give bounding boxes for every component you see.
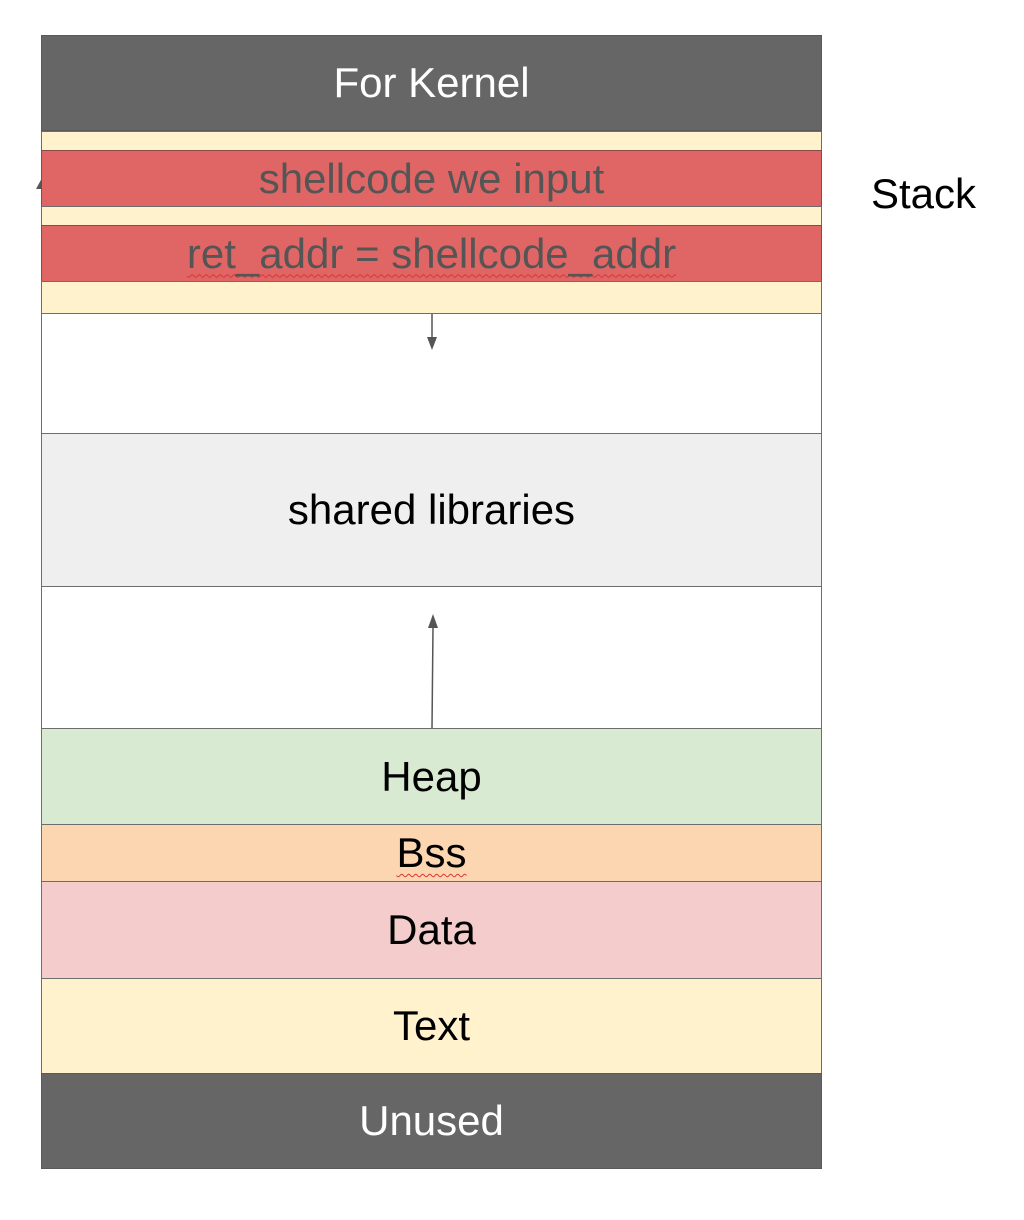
stack-label: Stack: [871, 170, 977, 217]
shellcode-segment: shellcode we input: [41, 150, 822, 207]
heap-segment: Heap: [41, 728, 822, 825]
text-label: Text: [392, 1002, 471, 1049]
stack-padding-middle: [41, 206, 822, 226]
heap-growth-region: [41, 586, 822, 729]
stack-padding-bottom: [41, 281, 822, 314]
data-label: Data: [387, 906, 476, 953]
heap-label: Heap: [381, 752, 482, 800]
kernel-segment: For Kernel: [41, 35, 822, 131]
stack-padding-top: [41, 131, 822, 151]
unused-segment: Unused: [41, 1073, 822, 1169]
shared-libraries-segment: shared libraries: [41, 433, 822, 587]
stack-growth-region: [41, 313, 822, 434]
kernel-label: For Kernel: [333, 59, 530, 106]
ret-addr-segment: ret_addr = shellcode_addr: [41, 225, 822, 282]
unused-label: Unused: [359, 1097, 504, 1144]
data-segment: Data: [41, 881, 822, 979]
shared-libraries-label: shared libraries: [287, 486, 576, 533]
text-segment: Text: [41, 978, 822, 1074]
shellcode-label: shellcode we input: [258, 154, 605, 202]
bss-label: Bss: [396, 829, 467, 876]
bss-segment: Bss: [41, 824, 822, 882]
ret-addr-label: ret_addr = shellcode_addr: [186, 229, 677, 277]
